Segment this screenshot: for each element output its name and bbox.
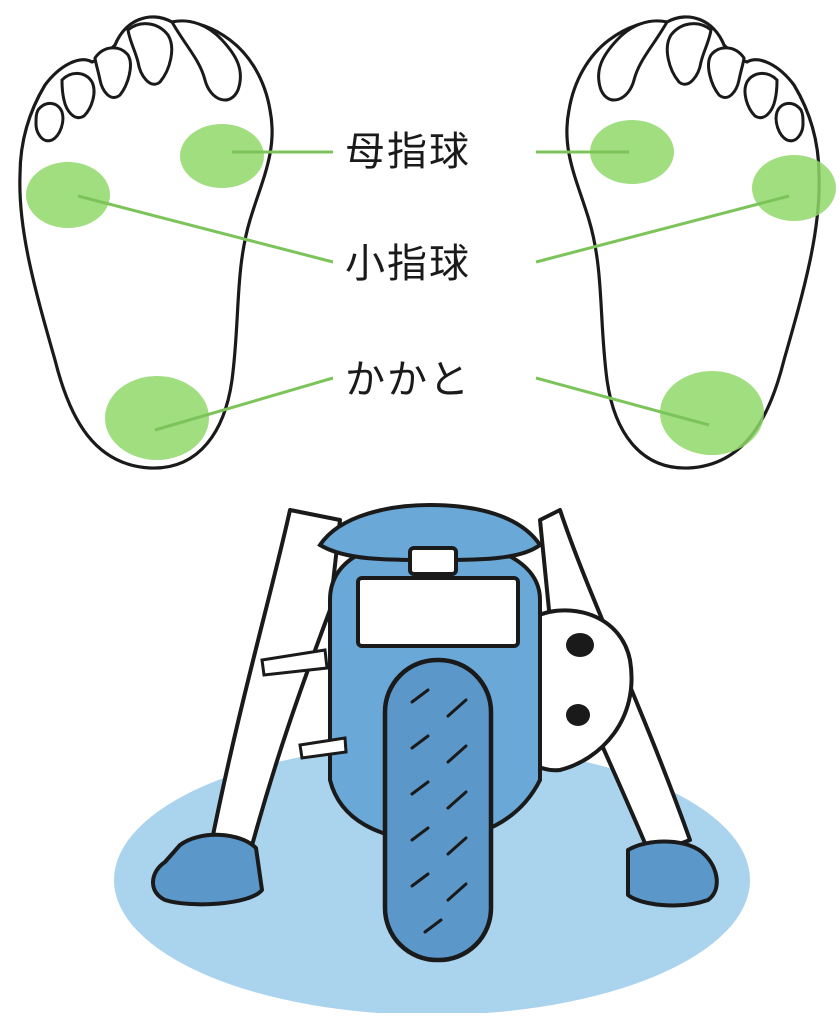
rear-tire [382, 657, 494, 963]
left-foot-toe-1 [169, 19, 242, 102]
right-foot-heel-zone [660, 371, 764, 455]
left-foot-toe-4 [60, 72, 96, 119]
right-foot-big-toe-ball-zone [590, 120, 674, 184]
left-foot-big-toe-ball-zone [180, 124, 264, 188]
rider-and-motorcycle [114, 502, 750, 1015]
engine-port-2 [566, 704, 590, 726]
footpeg-left [298, 736, 348, 760]
right-leader-heel [535, 376, 710, 427]
left-foot [18, 15, 334, 470]
right-leader-little-toe-ball [535, 194, 790, 264]
right-foot-toe-4 [743, 72, 779, 119]
handlebar-left [260, 648, 329, 677]
right-foot-toe-5 [774, 102, 805, 143]
license-plate [356, 576, 520, 648]
left-foot-toe-5 [34, 102, 65, 143]
engine-port-1 [566, 633, 594, 657]
left-leader-heel [154, 376, 334, 432]
rider-right-boot [626, 839, 719, 908]
label-little-toe-ball: 小指球 [345, 241, 471, 287]
left-leader-little-toe-ball [77, 194, 334, 264]
tail-light [408, 546, 458, 576]
left-foot-toe-2 [126, 22, 174, 86]
right-foot-toe-2 [665, 22, 713, 86]
tail-cowl [317, 502, 543, 562]
left-foot-toe-3 [93, 46, 132, 99]
tire-tread [410, 688, 468, 934]
right-foot-little-toe-ball-zone [752, 155, 836, 221]
left-foot-heel-zone [105, 376, 209, 460]
label-heel: かかと [345, 357, 471, 403]
right-foot-toe-3 [707, 46, 746, 99]
right-foot [535, 15, 836, 470]
label-big-toe-ball: 母指球 [345, 129, 471, 175]
rider-left-boot [151, 832, 264, 907]
right-foot-toe-1 [597, 19, 670, 102]
left-foot-little-toe-ball-zone [26, 162, 110, 228]
